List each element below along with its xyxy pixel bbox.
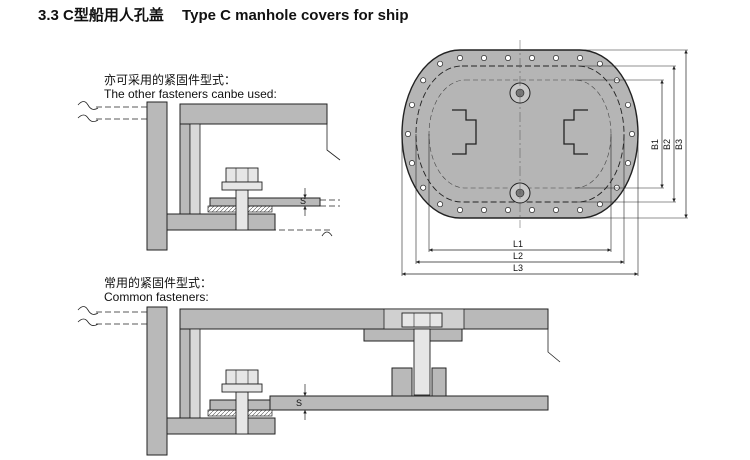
dim-b2: B2 bbox=[662, 139, 672, 150]
bolt bbox=[235, 189, 249, 231]
dim-s-top: S bbox=[300, 196, 306, 206]
bolt-hole bbox=[625, 160, 631, 167]
bolt-hole bbox=[625, 101, 631, 108]
flange-ring bbox=[166, 213, 276, 231]
dim-b1: B1 bbox=[650, 139, 660, 150]
bolt-long bbox=[413, 328, 431, 396]
bolt-hole bbox=[596, 201, 603, 208]
section-number: 3.3 bbox=[38, 7, 59, 24]
title-english: Type C manhole covers for ship bbox=[182, 7, 409, 24]
caption-common-en: Common fasteners: bbox=[104, 290, 209, 304]
dim-l2: L2 bbox=[513, 251, 523, 261]
caption-other-en: The other fasteners canbe used: bbox=[104, 87, 277, 101]
bolt-hole bbox=[437, 60, 444, 67]
bolt-hole bbox=[405, 131, 411, 137]
dim-l3: L3 bbox=[513, 263, 523, 273]
bolt-hole bbox=[505, 207, 511, 213]
bolt-holes bbox=[405, 55, 635, 213]
section-common-fasteners: S bbox=[77, 306, 561, 456]
nut-icon bbox=[225, 167, 259, 183]
caption-other-fasteners: 亦可采用的紧固件型式： The other fasteners canbe us… bbox=[104, 73, 277, 101]
dim-s-bottom: S bbox=[296, 398, 302, 408]
bolt-hole bbox=[629, 131, 635, 137]
deck-plate-lower bbox=[146, 306, 168, 456]
nut-lower-icon bbox=[225, 369, 259, 385]
bolt-hole bbox=[613, 184, 620, 191]
coaming-lower bbox=[179, 328, 191, 420]
bolt-hole bbox=[457, 55, 463, 61]
plan-view: B1 B2 B3 L1 L2 L3 bbox=[401, 40, 688, 276]
bolt-hole bbox=[481, 55, 487, 61]
bolt-hole bbox=[613, 77, 620, 84]
bolt-hole bbox=[577, 207, 583, 213]
bolt-hole bbox=[420, 77, 427, 84]
bolt-hole bbox=[553, 207, 559, 213]
cover-edge bbox=[209, 197, 321, 207]
cover-edge-lower bbox=[269, 395, 549, 411]
dim-l1: L1 bbox=[513, 239, 523, 249]
section-other-fasteners: S bbox=[77, 101, 341, 251]
bolt-hole bbox=[409, 101, 415, 108]
bolt-hole bbox=[577, 55, 583, 61]
page-title: 3.3 C型船用人孔盖 Type C manhole covers for sh… bbox=[38, 4, 409, 25]
handle-right-icon bbox=[563, 109, 588, 155]
bolt-hole bbox=[553, 55, 559, 61]
bolt-hole bbox=[529, 55, 535, 61]
flange-ring-lower bbox=[166, 417, 276, 435]
bolt-hole bbox=[437, 201, 444, 208]
bolt-hole bbox=[409, 160, 415, 167]
bolt-hole bbox=[481, 207, 487, 213]
dim-b3: B3 bbox=[674, 139, 684, 150]
bolt-hole bbox=[596, 60, 603, 67]
caption-other-cn: 亦可采用的紧固件型式： bbox=[104, 73, 237, 87]
cover-plate-lower bbox=[179, 308, 549, 330]
washer-icon bbox=[221, 181, 263, 191]
coaming bbox=[179, 123, 191, 217]
handle-left-icon bbox=[452, 109, 477, 155]
caption-common-cn: 常用的紧固件型式： bbox=[104, 276, 213, 290]
bolt-hole bbox=[457, 207, 463, 213]
deck-plate bbox=[146, 101, 168, 251]
cover-plate bbox=[179, 103, 328, 125]
caption-common-fasteners: 常用的紧固件型式： Common fasteners: bbox=[104, 276, 212, 304]
title-chinese: C型船用人孔盖 bbox=[63, 7, 164, 24]
bolt-hole bbox=[420, 184, 427, 191]
nut-top-icon bbox=[401, 312, 443, 328]
bolt-hole bbox=[529, 207, 535, 213]
bolt-hole bbox=[505, 55, 511, 61]
